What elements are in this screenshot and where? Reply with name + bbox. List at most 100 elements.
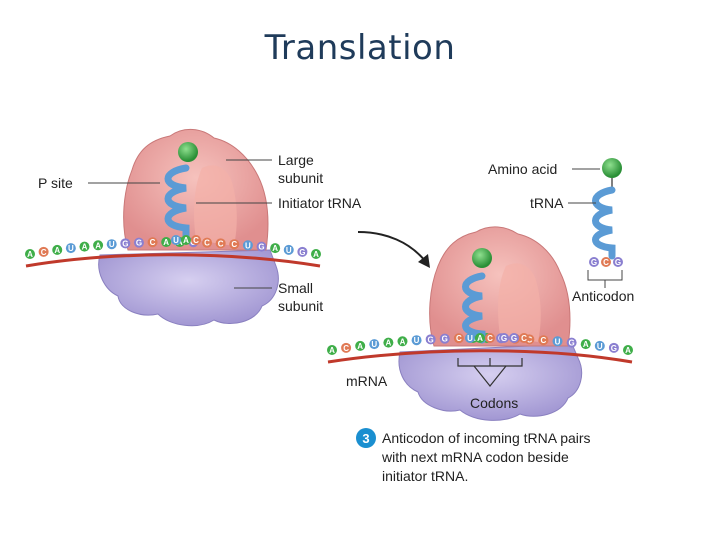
left-p-site-groove [194, 165, 237, 246]
p-site-label: P site [38, 175, 73, 191]
nucleotide-bead [311, 249, 321, 259]
left-mrna-strand [25, 253, 321, 268]
nucleotide-bead [623, 345, 633, 355]
nucleotide-letter: C [526, 335, 532, 344]
step-text-line1: Anticodon of incoming tRNA pairs [382, 430, 591, 446]
nucleotide-letter: C [456, 334, 462, 343]
nucleotide-letter: U [286, 246, 292, 255]
nucleotide-letter: A [329, 346, 335, 355]
step-text-line2: with next mRNA codon beside [381, 449, 569, 465]
anticodon-letter: C [521, 334, 527, 343]
nucleotide-bead [608, 342, 619, 353]
anticodon-bead [485, 333, 495, 343]
nucleotide-letter: G [136, 239, 142, 248]
stage-arrow [357, 231, 427, 263]
left-nucleotides: ACAUAAUGGCAAGCCCUGAUGA [25, 237, 321, 259]
nucleotide-bead [425, 334, 436, 345]
right-mrna-strand [327, 349, 633, 364]
small-subunit-label-line2: subunit [278, 298, 323, 314]
anticodon-letter: U [467, 334, 473, 343]
nucleotide-bead [161, 237, 172, 248]
anticodon-letter: U [173, 236, 179, 245]
incoming-trna-coil [592, 186, 616, 260]
nucleotide-letter: A [163, 238, 169, 247]
nucleotide-bead [538, 335, 549, 346]
left-labels: P site Large subunit Initiator tRNA Smal… [38, 152, 362, 314]
nucleotide-letter: U [414, 336, 420, 345]
stage-arrow-head [418, 254, 430, 268]
nucleotide-letter: C [41, 248, 47, 257]
right-ribosome [398, 226, 583, 421]
anticodon-bead [613, 257, 623, 267]
nucleotide-letter: A [625, 346, 631, 355]
nucleotide-bead [566, 337, 577, 348]
nucleotide-bead [93, 240, 104, 251]
nucleotide-letter: C [231, 240, 237, 249]
amino-acid-label: Amino acid [488, 161, 557, 177]
anticodon-bead [519, 333, 529, 343]
slide-title: Translation [264, 28, 456, 68]
incoming-amino-acid [602, 158, 622, 178]
nucleotide-bead [229, 239, 240, 250]
nucleotide-bead [25, 249, 35, 259]
large-subunit-label-line2: subunit [278, 170, 323, 186]
nucleotide-letter: C [204, 239, 210, 248]
right-small-subunit [398, 343, 583, 421]
step-text-line3: initiator tRNA. [382, 468, 468, 484]
nucleotide-letter: A [385, 339, 391, 348]
nucleotide-bead [106, 239, 117, 250]
trna-label: tRNA [530, 195, 564, 211]
nucleotide-bead [552, 336, 563, 347]
small-subunit-label-line1: Small [278, 280, 313, 296]
nucleotide-letter: U [109, 240, 115, 249]
right-trna-coil [462, 272, 486, 344]
nucleotide-bead [283, 244, 294, 255]
nucleotide-bead [133, 237, 144, 248]
nucleotide-bead [147, 237, 158, 248]
nucleotide-letter: C [343, 344, 349, 353]
nucleotide-letter: G [611, 344, 617, 353]
nucleotide-letter: U [68, 244, 74, 253]
anticodon-bead [171, 235, 181, 245]
anticodon-bead [601, 257, 611, 267]
initiator-trna-label: Initiator tRNA [278, 195, 362, 211]
nucleotide-bead [397, 336, 408, 347]
anticodon-letter: C [487, 334, 493, 343]
nucleotide-bead [38, 246, 49, 257]
anticodon-bead [589, 257, 599, 267]
nucleotide-letter: C [150, 238, 156, 247]
nucleotide-letter: U [371, 340, 377, 349]
nucleotide-bead [202, 237, 213, 248]
nucleotide-bead [383, 337, 394, 348]
anticodon-letter: G [501, 334, 507, 343]
nucleotide-bead [327, 345, 337, 355]
nucleotide-bead [215, 238, 226, 249]
nucleotide-bead [453, 333, 464, 344]
codons-label: Codons [470, 395, 518, 411]
right-a-site-groove [498, 263, 541, 342]
left-small-subunit [98, 249, 279, 327]
anticodon-letter: A [477, 334, 483, 343]
anticodon-letter: G [615, 258, 621, 267]
anticodon-bead [181, 235, 191, 245]
nucleotide-bead [341, 342, 352, 353]
nucleotide-letter: A [357, 342, 363, 351]
anticodon-letter: G [511, 334, 517, 343]
anticodon-bead [475, 333, 485, 343]
large-subunit-label-line1: Large [278, 152, 314, 168]
nucleotide-letter: U [245, 241, 251, 250]
nucleotide-bead [65, 243, 76, 254]
nucleotide-bead [411, 335, 422, 346]
right-nucleotides: ACAUAAUGGCAAGCCCUGAUGA [327, 333, 633, 355]
anticodon-label: Anticodon [572, 288, 634, 304]
right-labels: Amino acid tRNA Anticodon [488, 161, 634, 304]
nucleotide-letter: G [428, 335, 434, 344]
step-number: 3 [362, 431, 369, 446]
nucleotide-bead [79, 241, 90, 252]
nucleotide-letter: A [95, 241, 101, 250]
